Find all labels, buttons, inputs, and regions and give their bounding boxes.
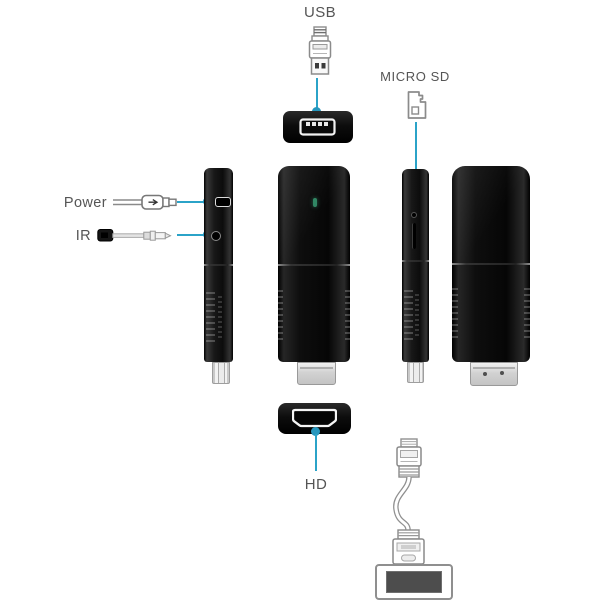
micro-sd-lead-line bbox=[415, 122, 417, 199]
device-side-view-left bbox=[204, 168, 233, 362]
grip-ribs bbox=[345, 290, 350, 340]
micro-usb-power-port bbox=[215, 197, 231, 207]
usb-a-female-port-icon bbox=[299, 118, 336, 136]
device-front-view bbox=[278, 166, 350, 362]
connector-pin-hole bbox=[483, 372, 487, 376]
usb-lead-line bbox=[316, 78, 318, 112]
power-cable-icon bbox=[113, 194, 177, 210]
device-three-quarter-view bbox=[452, 166, 530, 362]
grip-ribs bbox=[278, 290, 283, 340]
micro-sd-slot bbox=[412, 223, 416, 249]
hdmi-connector-edge bbox=[407, 362, 424, 383]
device-side-view-right bbox=[402, 169, 429, 362]
connector-band bbox=[300, 367, 333, 369]
power-label: Power bbox=[63, 195, 107, 211]
connector-band bbox=[473, 367, 515, 369]
body-seam bbox=[402, 260, 429, 262]
hdmi-socket-icon bbox=[375, 564, 453, 600]
connector-pin-hole bbox=[500, 371, 504, 375]
body-seam bbox=[452, 263, 530, 265]
grip-rib-dots bbox=[415, 294, 419, 338]
ir-label: IR bbox=[75, 228, 91, 244]
micro-sd-card-icon bbox=[407, 91, 427, 119]
body-seam bbox=[278, 264, 350, 266]
usb-label: USB bbox=[303, 4, 337, 21]
hdmi-male-connector bbox=[297, 362, 336, 385]
reset-button bbox=[411, 212, 417, 218]
hdmi-extension-cable-icon bbox=[392, 438, 425, 565]
power-lead-line bbox=[177, 201, 207, 203]
hd-lead-line bbox=[315, 434, 317, 471]
usb-port-view bbox=[283, 111, 353, 143]
usb-plug-icon bbox=[308, 26, 332, 75]
ir-extender-cable-icon bbox=[97, 229, 172, 242]
ir-lead-line bbox=[177, 234, 207, 236]
hd-lead-dot bbox=[311, 427, 320, 436]
status-led bbox=[313, 198, 317, 207]
ir-jack-port bbox=[211, 231, 221, 241]
grip-ribs bbox=[404, 290, 413, 342]
body-seam bbox=[204, 264, 233, 266]
hdmi-socket-opening bbox=[386, 571, 442, 593]
grip-ribs bbox=[524, 288, 530, 340]
hdmi-female-port-icon bbox=[292, 408, 337, 428]
hdmi-connector-edge bbox=[212, 362, 230, 384]
micro-sd-label: MICRO SD bbox=[380, 69, 450, 84]
hdmi-male-connector bbox=[470, 362, 518, 386]
hd-label: HD bbox=[304, 476, 328, 493]
grip-ribs bbox=[206, 292, 215, 342]
grip-rib-dots bbox=[218, 296, 222, 340]
grip-ribs bbox=[452, 288, 458, 340]
